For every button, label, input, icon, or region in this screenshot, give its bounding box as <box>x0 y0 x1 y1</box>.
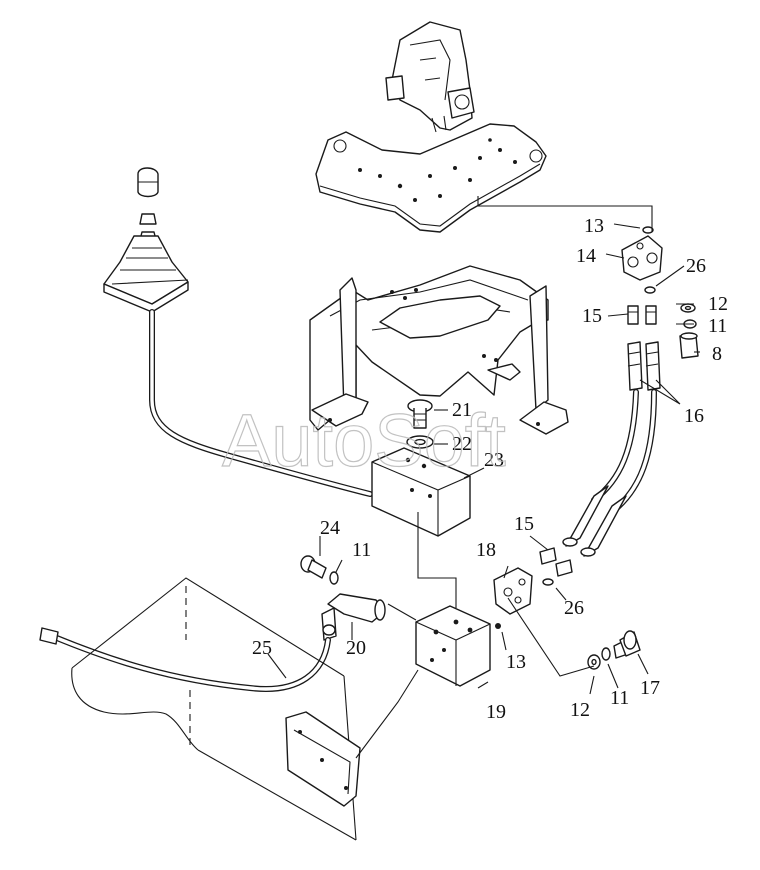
connection-lines <box>355 196 653 759</box>
callout-26-top: 26 <box>686 255 706 277</box>
washer-12-right <box>680 303 696 313</box>
valve-block-19 <box>415 605 491 687</box>
hose-fittings-16 <box>627 341 661 391</box>
watermark-text: AutoSoft <box>222 399 506 482</box>
callout-20: 20 <box>346 637 366 659</box>
callout-18: 18 <box>476 539 496 561</box>
callout-17: 17 <box>640 677 660 699</box>
o-ring-13-top <box>642 226 654 234</box>
callout-25: 25 <box>252 637 272 659</box>
o-ring-26-lower <box>542 578 554 586</box>
hose-25 <box>39 627 331 692</box>
callout-11-left: 11 <box>352 539 371 561</box>
callout-12-lower: 12 <box>570 699 590 721</box>
washer-12-lower <box>587 654 601 670</box>
washer-11-left <box>329 571 339 585</box>
callout-14: 14 <box>576 245 596 267</box>
o-ring-26-top <box>644 286 656 294</box>
fittings-15-top <box>627 305 657 325</box>
elbow-fitting-20 <box>321 593 386 641</box>
fittings-15-lower <box>539 547 573 577</box>
callout-19: 19 <box>486 701 506 723</box>
bolt-24 <box>300 555 327 579</box>
callout-13-lower: 13 <box>506 651 526 673</box>
callout-26-lower: 26 <box>564 597 584 619</box>
callout-labels: 13 14 26 12 15 11 8 16 21 22 23 24 11 15… <box>252 215 728 723</box>
mounting-plate <box>315 123 547 233</box>
callout-16: 16 <box>684 405 704 427</box>
callout-22: 22 <box>452 433 472 455</box>
o-ring-13-lower <box>495 623 501 629</box>
callout-13-top: 13 <box>584 215 604 237</box>
callout-24: 24 <box>320 517 340 539</box>
control-valve-assembly <box>385 21 475 133</box>
washer-22 <box>406 435 434 449</box>
callout-11-lower: 11 <box>610 687 629 709</box>
callout-leaders <box>267 223 700 695</box>
plate-18 <box>493 567 533 615</box>
callout-15-top: 15 <box>582 305 602 327</box>
control-cable <box>149 309 373 497</box>
washer-11-lower <box>601 647 611 661</box>
pilot-valve-block <box>371 447 471 537</box>
bolt-21 <box>407 399 433 429</box>
support-frame <box>309 265 569 435</box>
callout-23: 23 <box>484 449 504 471</box>
callout-12-right: 12 <box>708 293 728 315</box>
tank-housing <box>71 577 361 841</box>
joystick-assembly <box>103 167 189 313</box>
bolt-8 <box>679 332 699 359</box>
callout-15-lower: 15 <box>514 513 534 535</box>
bolt-17 <box>613 630 641 659</box>
pilot-hoses-16 <box>562 389 657 557</box>
callout-11-right: 11 <box>708 315 727 337</box>
callout-21: 21 <box>452 399 472 421</box>
callout-8: 8 <box>712 343 722 365</box>
small-plate-14 <box>621 235 663 281</box>
